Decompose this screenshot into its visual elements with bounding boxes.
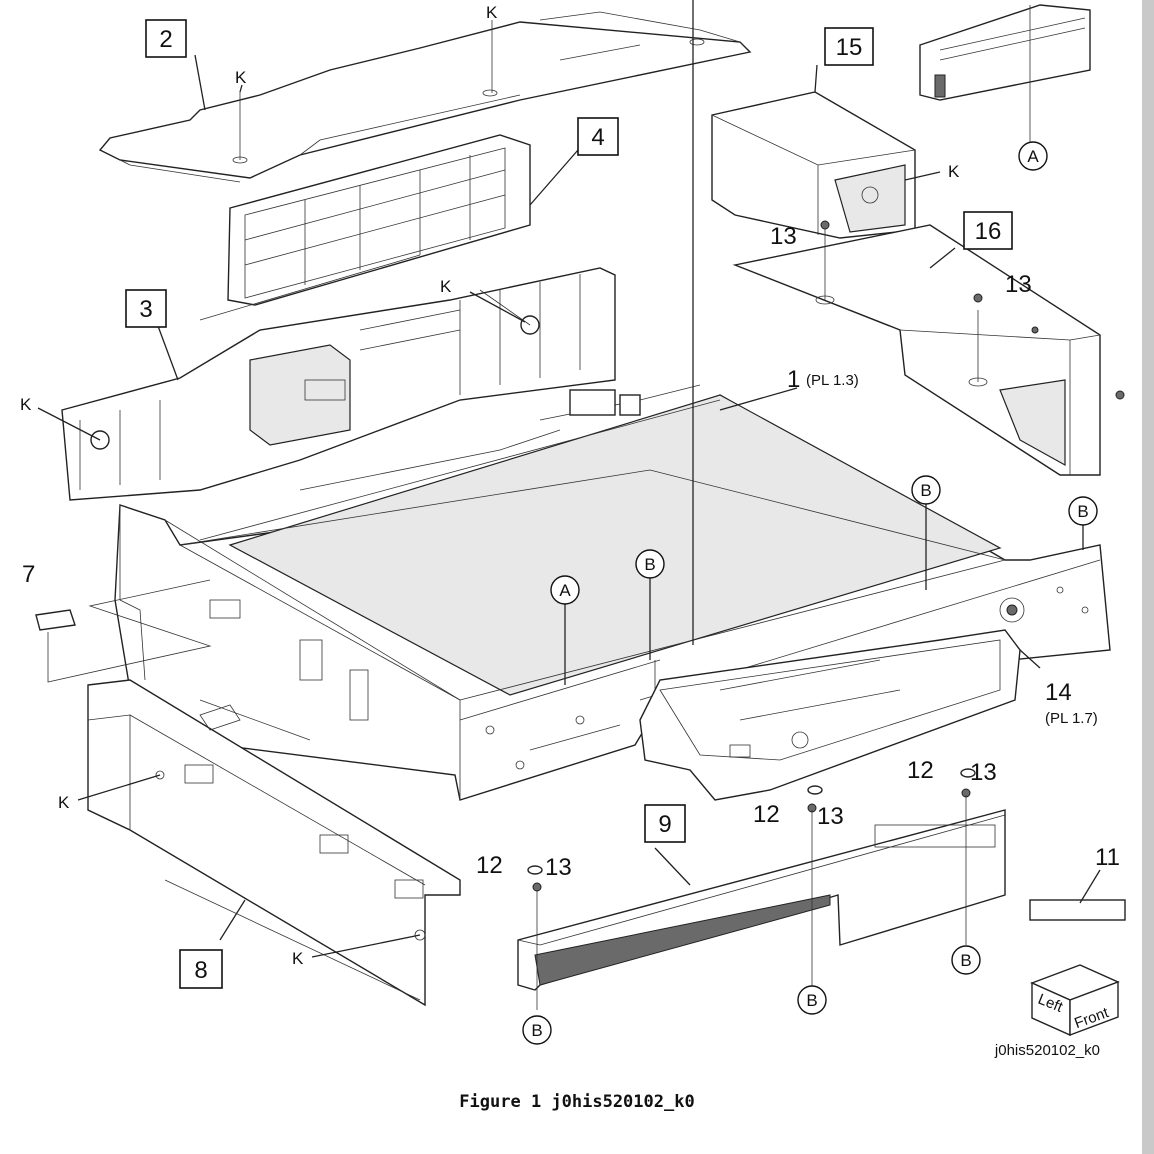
part-3-rear-frame <box>61 267 616 501</box>
top-right-partial-part <box>919 4 1091 145</box>
callout-13-a: 13 <box>770 223 797 250</box>
callout-12-a: 12 <box>907 757 934 784</box>
figure-id-label: j0his520102_k0 <box>994 1042 1100 1059</box>
marker-b-1: B <box>644 555 655 574</box>
callout-12-c: 12 <box>476 852 503 879</box>
callout-13-c: 13 <box>970 759 997 786</box>
part-4-frame <box>199 134 531 321</box>
marker-b-circle-2 <box>911 475 941 505</box>
callout-8: 8 <box>194 957 207 984</box>
marker-b-circle-1 <box>635 549 665 579</box>
k-label-7: K <box>486 3 498 22</box>
part-14-bottom-frame <box>639 629 1021 801</box>
leader-lines <box>37 0 1101 958</box>
callout-1-ref: (PL 1.3) <box>806 372 859 389</box>
callout-9: 9 <box>658 811 671 838</box>
orientation-cube-icon: Left Front <box>1030 964 1120 1037</box>
callout-11: 11 <box>1095 844 1120 871</box>
part-7-guide <box>47 579 212 683</box>
callout-14-ref: (PL 1.7) <box>1045 710 1098 727</box>
callout-13-d: 13 <box>817 803 844 830</box>
marker-b-circle-4 <box>522 1015 552 1045</box>
k-label-5: K <box>58 793 70 812</box>
part-8-front-cover <box>87 679 461 1007</box>
callout-7: 7 <box>22 561 35 588</box>
marker-a-2: A <box>559 581 571 600</box>
callout-14: 14 <box>1045 679 1072 706</box>
callout-13-e: 13 <box>545 854 572 881</box>
screws-and-pins <box>527 220 1125 1010</box>
marker-b-4: B <box>531 1021 542 1040</box>
part-16-right-cover <box>732 224 1101 476</box>
right-edge-strip <box>1142 0 1154 1154</box>
callout-15: 15 <box>836 34 863 61</box>
marker-b-circle-5 <box>797 985 827 1015</box>
marker-a-circle-2 <box>550 575 580 605</box>
callout-4: 4 <box>591 124 604 151</box>
callout-13-b: 13 <box>1005 271 1032 298</box>
part-7-label <box>35 609 76 631</box>
marker-b-3: B <box>1077 502 1088 521</box>
part-15-cover <box>711 91 916 239</box>
marker-a-circle-1 <box>1018 141 1048 171</box>
callout-box-8 <box>179 949 223 989</box>
k-label-2: K <box>948 162 960 181</box>
callout-2: 2 <box>159 26 172 53</box>
marker-a-1: A <box>1027 147 1039 166</box>
k-label-6: K <box>292 949 304 968</box>
callout-box-3 <box>125 289 167 328</box>
k-label-1: K <box>235 68 247 87</box>
callout-box-2 <box>145 19 187 58</box>
callout-1: 1 <box>787 366 800 393</box>
callout-12-b: 12 <box>753 801 780 828</box>
k-label-3: K <box>440 277 452 296</box>
k-label-4: K <box>20 395 32 414</box>
marker-b-circle-3 <box>1068 496 1098 526</box>
marker-b-6: B <box>960 951 971 970</box>
marker-b-5: B <box>806 991 817 1010</box>
callout-box-15 <box>824 27 874 66</box>
part-9-rail <box>517 809 1126 991</box>
marker-b-2: B <box>920 481 931 500</box>
callout-16: 16 <box>975 218 1002 245</box>
callout-box-4 <box>577 117 619 156</box>
callout-box-9 <box>644 804 686 843</box>
callout-box-16 <box>963 211 1013 250</box>
marker-b-circle-6 <box>951 945 981 975</box>
callout-3: 3 <box>139 296 152 323</box>
part-2-top-plate <box>98 11 752 183</box>
figure-caption: Figure 1 j0his520102_k0 <box>459 1092 695 1112</box>
